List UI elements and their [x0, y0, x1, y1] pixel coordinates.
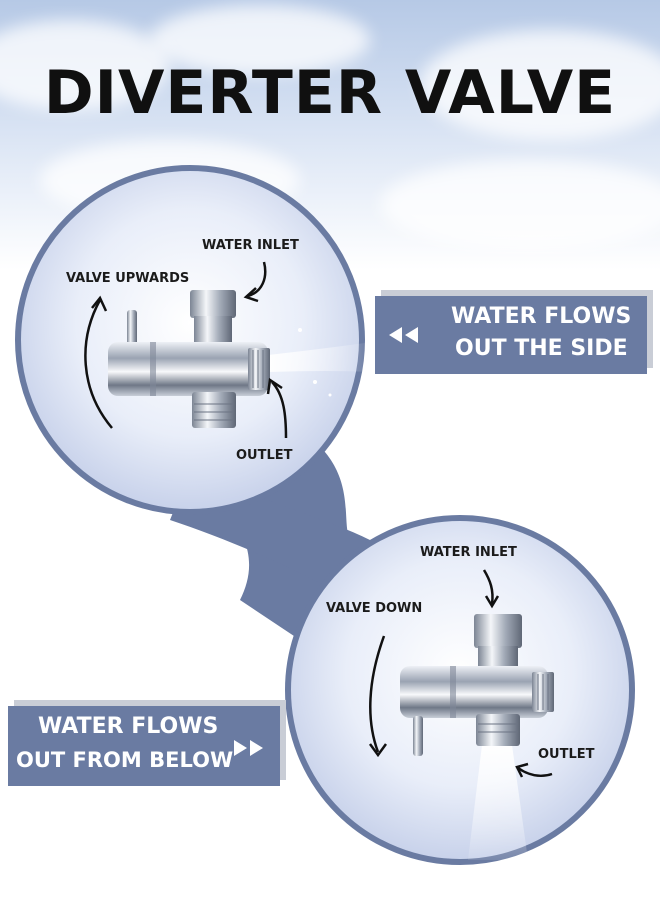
- banner-below-flow-line1: WATER FLOWS: [38, 714, 219, 739]
- bottom-valve-image: [400, 614, 554, 860]
- arrow-water-inlet-icon: [247, 261, 267, 298]
- banner-below-flow-line2: OUT FROM BELOW: [16, 748, 234, 772]
- banner-below-flow: WATER FLOWS OUT FROM BELOW: [8, 706, 280, 786]
- label-outlet-top: OUTLET: [236, 448, 293, 463]
- label-valve-down: VALVE DOWN: [326, 601, 423, 616]
- top-valve-image: [108, 290, 372, 428]
- arrow-outlet-icon: [271, 381, 288, 439]
- banner-side-flow-line2: OUT THE SIDE: [455, 336, 628, 361]
- banner-side-flow: WATER FLOWS OUT THE SIDE: [375, 296, 647, 374]
- double-left-triangles-icon: [389, 327, 402, 343]
- top-circle: [15, 165, 365, 515]
- label-outlet-bottom: OUTLET: [538, 747, 595, 762]
- label-water-inlet-bottom: WATER INLET: [420, 545, 517, 560]
- double-right-triangles-icon: [234, 740, 247, 756]
- arrow-outlet-2-icon: [517, 766, 553, 777]
- arrow-valve-down-icon: [369, 635, 386, 753]
- label-water-inlet-top: WATER INLET: [202, 238, 299, 253]
- label-valve-upwards: VALVE UPWARDS: [66, 271, 190, 286]
- page-title: DIVERTER VALVE: [43, 58, 617, 128]
- arrow-water-inlet-2-icon: [482, 569, 494, 605]
- arrow-valve-upwards-icon: [84, 299, 113, 429]
- banner-side-flow-line1: WATER FLOWS: [451, 304, 632, 329]
